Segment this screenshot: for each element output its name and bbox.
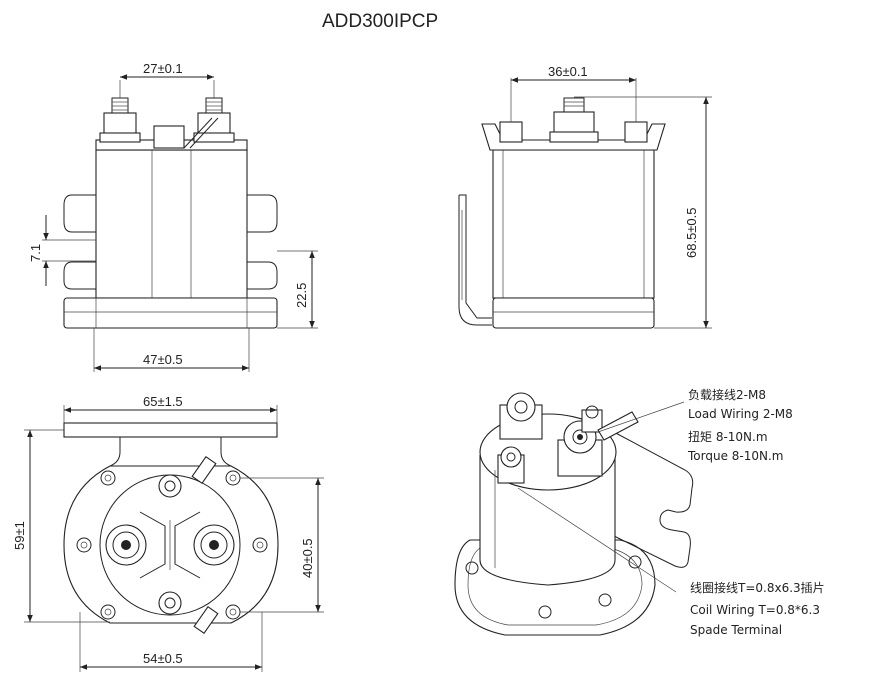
front-top-width-label: 27±0.1 (143, 61, 183, 76)
drawing-title: ADD300IPCP (322, 11, 438, 32)
side-view: 36±0.1 68.5±0.5 (458, 64, 712, 329)
bottom-total-height-label: 59±1 (12, 521, 27, 550)
coil-wiring-cn: 线圈接线T=0.8x6.3插片 (690, 580, 825, 595)
bottom-mount-width-label: 54±0.5 (143, 651, 183, 666)
bottom-view: 65±1.5 59±1 40±0.5 54±0.5 (12, 394, 324, 672)
bottom-bracket-width-label: 65±1.5 (143, 394, 183, 409)
bottom-mount-height-label: 40±0.5 (300, 538, 315, 578)
front-base-height-label: 22.5 (294, 283, 309, 308)
coil-wiring-en: Coil Wiring T=0.8*6.3 (690, 603, 820, 617)
side-total-height-label: 68.5±0.5 (684, 207, 699, 258)
torque-en: Torque 8-10N.m (687, 449, 784, 463)
front-bracket-height-label: 7.1 (28, 244, 43, 262)
load-wiring-en: Load Wiring 2-M8 (688, 407, 793, 421)
load-wiring-cn: 负载接线2-M8 (688, 387, 766, 402)
torque-cn: 扭矩 8-10N.m (688, 430, 768, 444)
front-body-width-label: 47±0.5 (143, 352, 183, 367)
spade-terminal-label: Spade Terminal (690, 623, 782, 637)
side-top-width-label: 36±0.1 (548, 64, 588, 79)
front-view: 27±0.1 7.1 22.5 47±0.5 (28, 61, 318, 372)
isometric-view (454, 392, 694, 636)
